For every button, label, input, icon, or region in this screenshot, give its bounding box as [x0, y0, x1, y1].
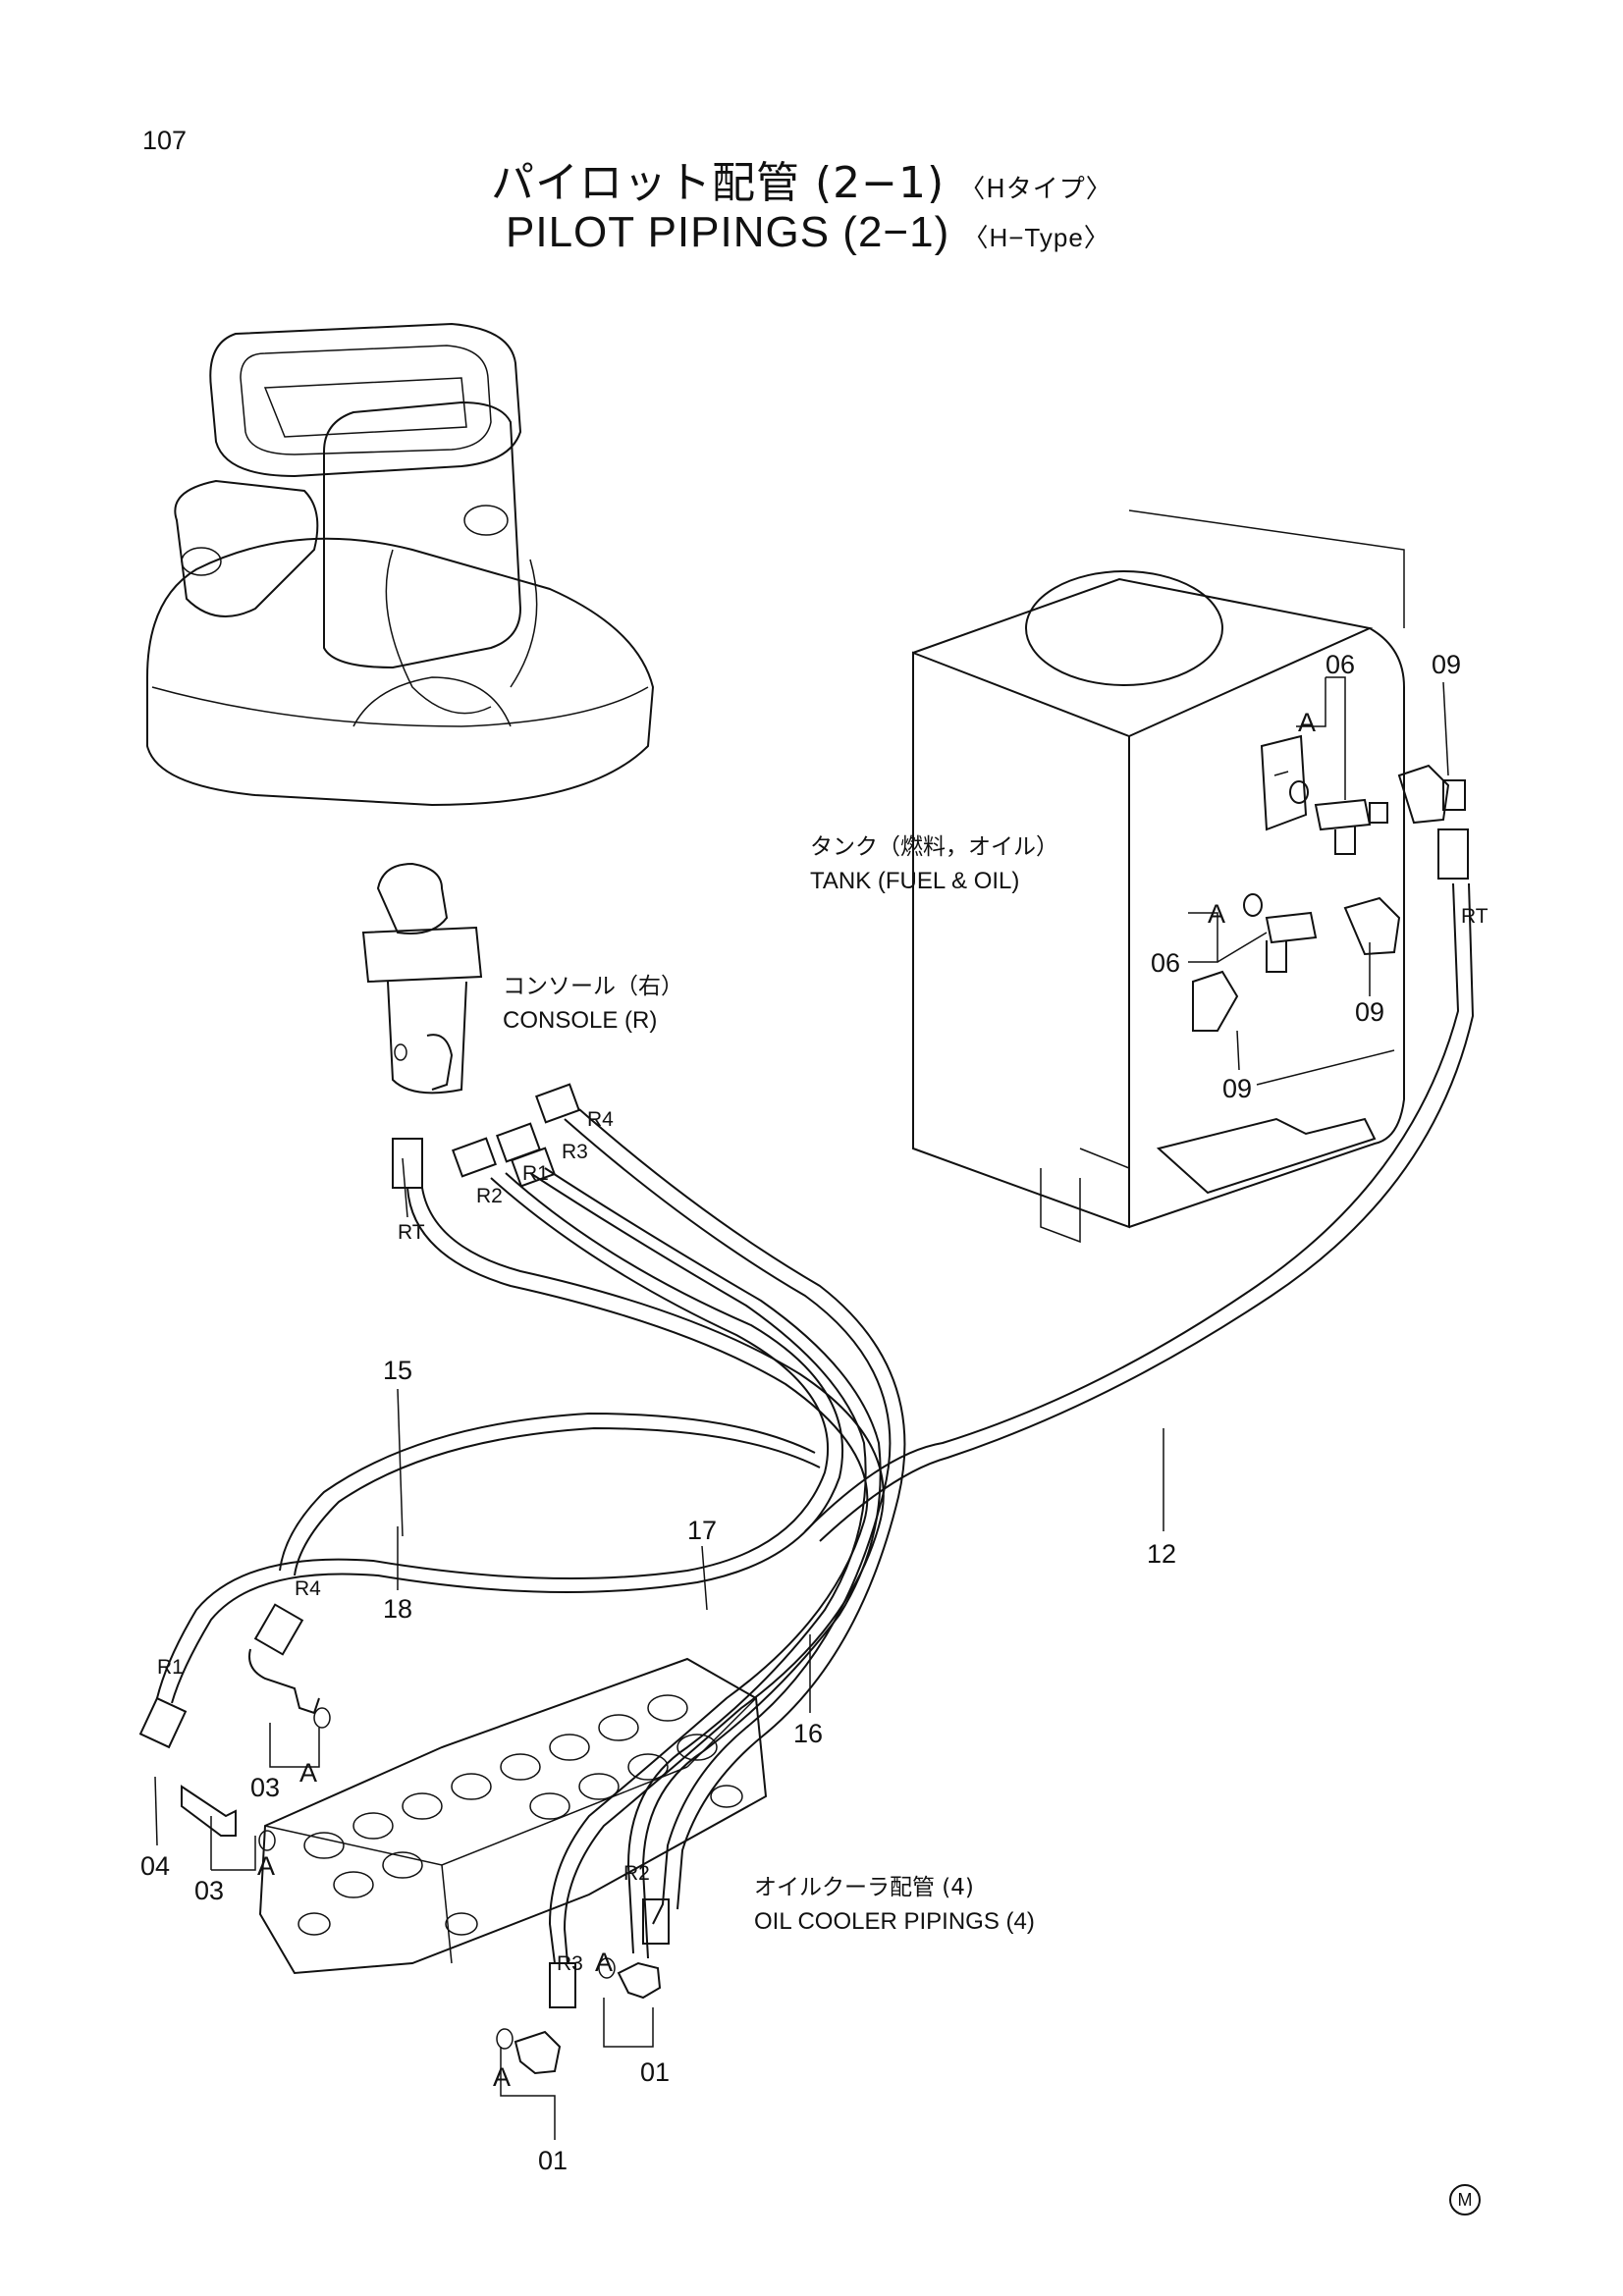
oil-cooler-label-japanese: オイルクーラ配管 (4) [754, 1875, 974, 1900]
callout-04: 04 [140, 1851, 170, 1881]
callout-15: 15 [383, 1356, 412, 1385]
port-label-valve-r4: R4 [295, 1577, 321, 1600]
port-label-valve-r2: R2 [623, 1862, 650, 1885]
console-label-english: CONSOLE (R) [503, 1007, 657, 1034]
port-label-valve-r3: R3 [557, 1952, 583, 1975]
tank-label-english: TANK (FUEL & OIL) [810, 868, 1019, 894]
operator-seat-illustration [146, 322, 655, 807]
valve-hose-fittings [138, 1603, 670, 2008]
port-label-console-r3: R3 [562, 1141, 588, 1163]
title-en-text: PILOT PIPINGS (2−1) [506, 208, 950, 256]
console-pilot-valve [361, 862, 483, 1095]
maker-mark: M [1449, 2184, 1481, 2216]
callout-09-low: 09 [1222, 1074, 1252, 1103]
callout-a-left-upper: A [299, 1758, 317, 1788]
oil-cooler-label-english: OIL COOLER PIPINGS (4) [754, 1908, 1035, 1935]
tank-fittings [1192, 764, 1469, 1032]
callout-18: 18 [383, 1594, 412, 1624]
callout-a-bottom-right: A [595, 1948, 613, 1977]
callout-03-lower: 03 [194, 1876, 224, 1905]
page-number: 107 [142, 126, 188, 155]
port-label-console-r2: R2 [476, 1185, 503, 1207]
callout-a-bottom: A [493, 2062, 511, 2092]
callout-06-top: 06 [1325, 650, 1355, 679]
callout-a-left-lower: A [257, 1851, 275, 1881]
port-label-console-rt: RT [398, 1221, 425, 1244]
callout-01-bottom: 01 [538, 2146, 568, 2175]
page-title-japanese: パイロット配管 (2−1) 〈Hタイプ〉 [491, 147, 1112, 210]
control-valve-assembly [258, 1657, 768, 1975]
console-fittings [392, 1083, 580, 1189]
callout-a-tank-top: A [1298, 708, 1316, 737]
callout-03-upper: 03 [250, 1773, 280, 1802]
callout-17: 17 [687, 1516, 717, 1545]
title-jp-text: パイロット配管 (2−1) [491, 158, 946, 208]
console-label-japanese: コンソール（右） [503, 974, 683, 999]
callout-a-tank-mid: A [1208, 899, 1225, 929]
callout-leader-lines [154, 676, 1449, 2140]
fuel-oil-tank [912, 509, 1405, 1244]
page-title-english: PILOT PIPINGS (2−1) 〈H−Type〉 [506, 208, 1110, 257]
pilot-hoses [156, 882, 1475, 1964]
callout-16: 16 [793, 1719, 823, 1748]
callout-09-mid: 09 [1355, 997, 1384, 1027]
callout-06-mid: 06 [1151, 948, 1180, 978]
title-jp-subtitle: 〈Hタイプ〉 [959, 175, 1112, 204]
port-label-console-r1: R1 [522, 1162, 549, 1185]
tank-label-japanese: タンク（燃料，オイル） [810, 834, 1058, 860]
port-label-tank-rt: RT [1461, 905, 1488, 928]
title-en-subtitle: 〈H−Type〉 [962, 223, 1110, 252]
callout-01-right: 01 [640, 2057, 670, 2087]
port-label-valve-r1: R1 [157, 1656, 184, 1679]
valve-spools [298, 1694, 743, 1936]
callout-09-top: 09 [1432, 650, 1461, 679]
callout-12: 12 [1147, 1539, 1176, 1569]
valve-port-fittings [181, 1648, 662, 2075]
port-label-console-r4: R4 [587, 1108, 614, 1131]
